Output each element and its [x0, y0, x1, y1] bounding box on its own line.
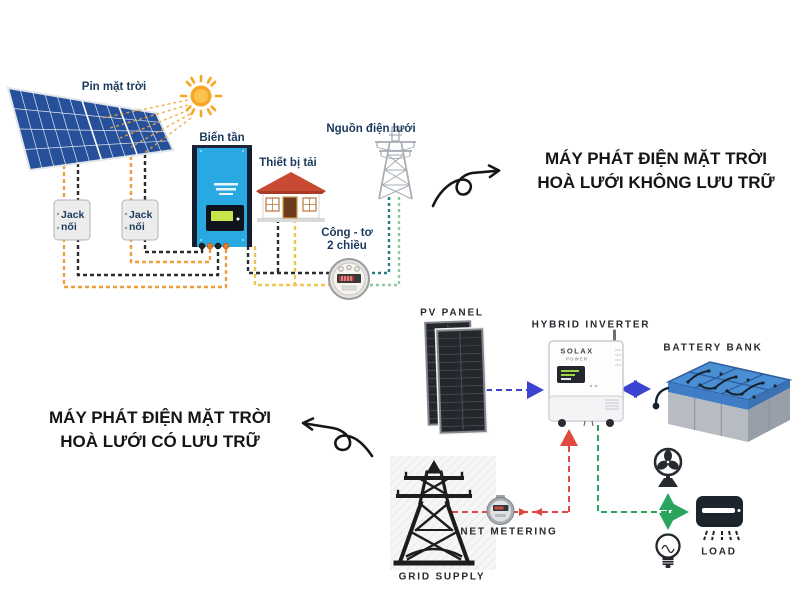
grid-supply-label: GRID SUPPLY: [398, 571, 486, 583]
two-way-meter-icon: [328, 258, 370, 300]
solar-panel-label: Pin mặt trời: [81, 81, 147, 93]
jack-connector-left: [53, 199, 91, 241]
hybrid-inverter-label: HYBRID INVERTER: [531, 319, 651, 331]
net-metering-label: NET METERING: [460, 526, 558, 538]
load-device-label: Thiết bị tải: [259, 157, 317, 169]
sun-icon: [101, 74, 223, 155]
solar-panel-icon: [6, 86, 175, 172]
load-label: LOAD: [701, 546, 737, 558]
ac-unit-icon: [696, 496, 743, 541]
grid-supply-tower-icon: [393, 460, 475, 566]
string-inverter-icon: [192, 145, 252, 250]
jack-left-label: Jack nối: [61, 209, 85, 233]
caption-grid-tied-no-storage: MÁY PHÁT ĐIỆN MẶT TRỜI HOÀ LƯỚI KHÔNG LƯ…: [537, 149, 775, 192]
bottom-diagram-flows: [452, 380, 689, 530]
sun-rays: [101, 99, 192, 155]
curly-arrow-left-icon: [301, 417, 374, 458]
hybrid-inverter-icon: [548, 329, 624, 427]
grid-source-label: Nguồn điện lưới: [326, 123, 416, 135]
inverter-brand-label: SOLAX: [560, 346, 594, 356]
pv-panel-icon: [424, 320, 489, 436]
battery-bank-icon: [652, 361, 793, 442]
grid-tower-light-icon: [375, 126, 416, 200]
fan-icon: [653, 447, 683, 487]
battery-bank-label: BATTERY BANK: [663, 342, 763, 354]
caption-grid-tied-with-storage: MÁY PHÁT ĐIỆN MẶT TRỜI HOÀ LƯỚI CÓ LƯU T…: [49, 408, 271, 451]
jack-right-label: Jack nối: [129, 209, 153, 233]
top-diagram-wires: [62, 154, 401, 289]
inverter-label: Biến tần: [199, 132, 245, 144]
curly-arrow-right-icon: [431, 164, 501, 208]
house-icon: [256, 172, 326, 222]
net-meter-icon: [486, 495, 515, 525]
inverter-brand-sub-label: POWER: [565, 356, 589, 362]
bulb-icon: [655, 533, 681, 568]
pv-panel-label: PV PANEL: [420, 307, 484, 319]
jack-connector-right: [121, 199, 159, 241]
two-way-meter-label: Công - tơ 2 chiều: [321, 227, 373, 252]
